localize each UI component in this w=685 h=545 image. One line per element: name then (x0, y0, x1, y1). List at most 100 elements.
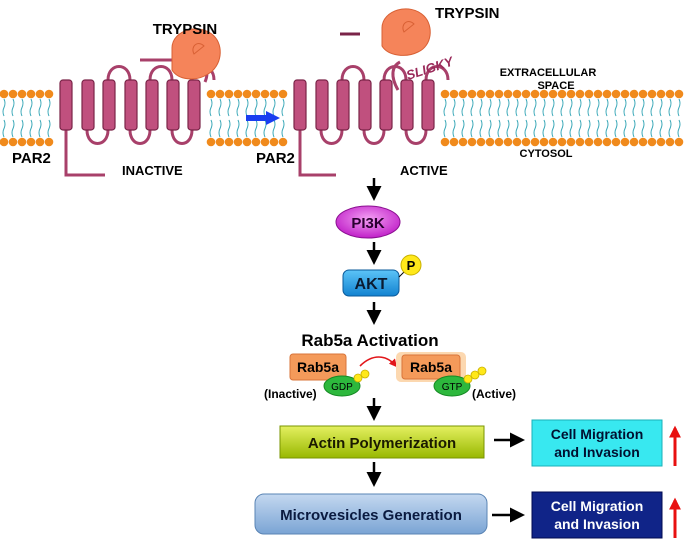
lipid-head-inner (8, 137, 18, 147)
lipid-tail (47, 119, 51, 138)
intracellular-loops (85, 129, 194, 145)
lipid-tail (38, 98, 42, 117)
lipid-head-outer (224, 89, 234, 99)
lipid-head-outer (629, 89, 639, 99)
lipid-tail (245, 119, 249, 138)
c-terminus (298, 130, 336, 177)
lipid-head-outer (575, 89, 585, 99)
outcome1-line2: and Invasion (554, 444, 640, 460)
space-label: SPACE (537, 80, 574, 92)
lipid-tail (587, 119, 591, 138)
lipid-tail (515, 119, 519, 138)
par2-right-label: PAR2 (256, 150, 295, 167)
cytosol-label: CYTOSOL (520, 148, 573, 160)
lipid-tail (542, 119, 546, 138)
lipid-tail (641, 98, 645, 117)
lipid-head-outer (269, 89, 279, 99)
gdp-label: GDP (331, 382, 353, 393)
lipid-head-inner (233, 137, 243, 147)
lipid-head-inner (224, 137, 234, 147)
outcome2-box (531, 491, 663, 539)
lipid-tail (452, 119, 456, 138)
lipid-head-inner (629, 137, 639, 147)
lipid-tail (209, 98, 213, 117)
lipid-head-outer (530, 89, 540, 99)
gdp-node (323, 375, 361, 397)
lipid-head-inner (593, 137, 603, 147)
lipid-head-outer (485, 89, 495, 99)
lipid-head-outer (17, 89, 27, 99)
helix-tm1 (59, 79, 73, 131)
lipid-head-inner (26, 137, 36, 147)
trypsin-shape (171, 28, 221, 80)
helix-tm7 (187, 79, 201, 131)
lipid-tails (2, 98, 681, 138)
lipid-head-outer (557, 89, 567, 99)
par2-left-label: PAR2 (12, 150, 51, 167)
lipid-tail (488, 98, 492, 117)
tethered-ligand-tail (391, 60, 401, 91)
phosphate-dot (463, 374, 473, 384)
lipid-head-inner (17, 137, 27, 147)
lipid-head-inner (512, 137, 522, 147)
lipid-head-outer (602, 89, 612, 99)
trypsin-shape (381, 8, 431, 56)
lipid-tail (236, 98, 240, 117)
rab5a-inactive-state: (Inactive) (264, 387, 317, 401)
lipid-head-inner (44, 137, 54, 147)
lipid-head-outer (278, 89, 288, 99)
lipid-head-outer (0, 89, 9, 99)
gtp-node (433, 375, 471, 397)
helix-tm5 (145, 79, 159, 131)
lipid-head-outer (674, 89, 684, 99)
helix-tm6 (400, 79, 414, 131)
lipid-head-outer (467, 89, 477, 99)
phosphate-dot (360, 369, 370, 379)
lipid-head-outer (44, 89, 54, 99)
lipid-head-outer (233, 89, 243, 99)
lipid-head-inner (206, 137, 216, 147)
lipid-head-outer (26, 89, 36, 99)
lipid-head-inner (440, 137, 450, 147)
lipid-tail (29, 98, 33, 117)
lipid-tail (677, 119, 681, 138)
lipid-head-inner (485, 137, 495, 147)
pi3k-label: PI3K (351, 215, 385, 232)
lipid-tail (668, 119, 672, 138)
lipid-tail (542, 98, 546, 117)
lipid-tail (209, 119, 213, 138)
lipid-tail (443, 119, 447, 138)
lipid-tail (47, 98, 51, 117)
lipid-tail (533, 98, 537, 117)
lipid-tail (569, 119, 573, 138)
lipid-tail (20, 98, 24, 117)
microvesicles-generation-label: Microvesicles Generation (280, 507, 462, 524)
lipid-tail (227, 98, 231, 117)
lipid-head-outer (260, 89, 270, 99)
lipid-head-inner (584, 137, 594, 147)
phosphate-dot (353, 373, 363, 383)
lipid-tail (263, 119, 267, 138)
lipid-head-inner (494, 137, 504, 147)
lipid-tail (488, 119, 492, 138)
lipid-tail (551, 98, 555, 117)
rab5a-inactive-box (289, 353, 347, 381)
par2-receptor-active: SLIGKY (293, 53, 456, 177)
helix-tm7 (421, 79, 435, 131)
intracellular-loops (319, 129, 428, 145)
lipid-head-inner (566, 137, 576, 147)
lipid-tail (677, 98, 681, 117)
lipid-head-inner (539, 137, 549, 147)
helix-tm6 (166, 79, 180, 131)
trypsin-label-right: TRYPSIN (435, 5, 499, 22)
lipid-tail (596, 98, 600, 117)
lipid-head-outer (449, 89, 459, 99)
lipid-tail (560, 119, 564, 138)
lipid-tail (245, 98, 249, 117)
pi3k-node (335, 205, 401, 239)
lipid-head-outer (548, 89, 558, 99)
lipid-head-inner (449, 137, 459, 147)
gdp-to-gtp-exchange-arrow (359, 356, 398, 368)
lipid-tail (443, 98, 447, 117)
